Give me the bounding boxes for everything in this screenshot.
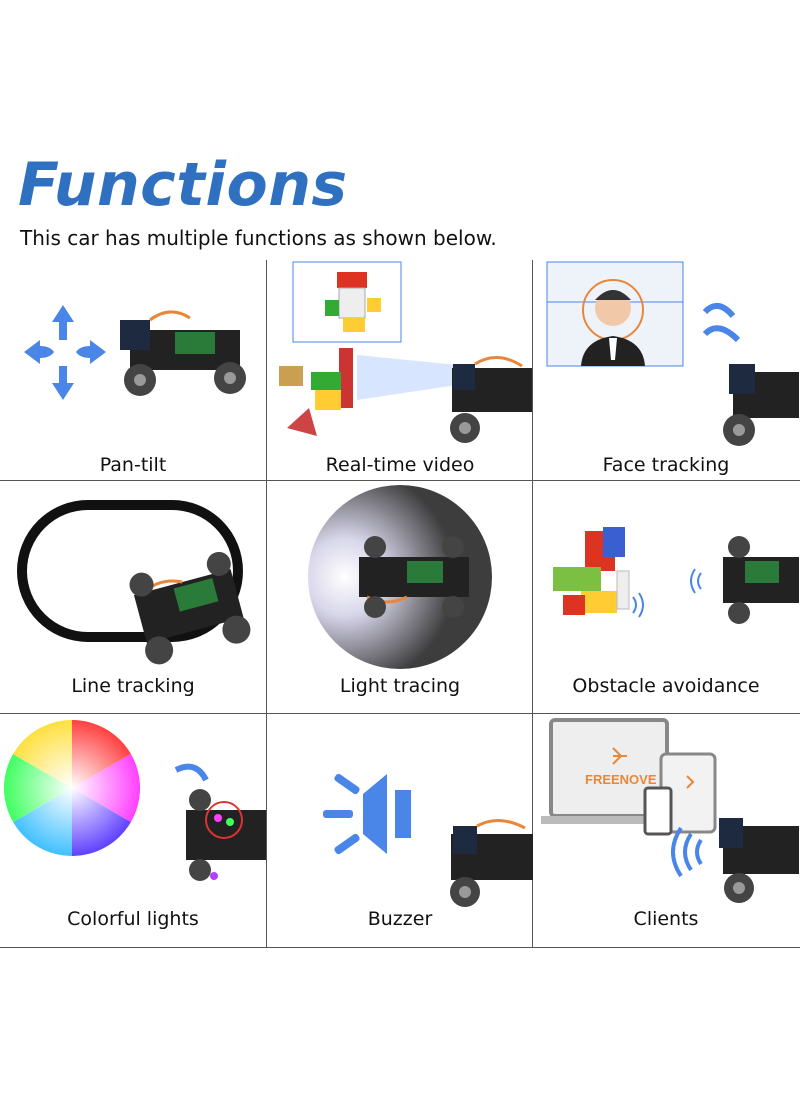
function-label: Face tracking bbox=[602, 454, 730, 476]
grid-divider bbox=[0, 713, 800, 714]
functions-grid: Pan-tilt bbox=[0, 260, 800, 948]
lego-blocks-image bbox=[279, 272, 381, 436]
robot-car-image bbox=[723, 364, 799, 446]
robot-car-image bbox=[186, 789, 266, 881]
robot-car-image bbox=[450, 356, 532, 443]
robot-car-image bbox=[723, 536, 799, 624]
function-cell-buzzer: Buzzer bbox=[267, 714, 533, 934]
ultrasonic-icon bbox=[553, 527, 799, 624]
function-label: Colorful lights bbox=[67, 908, 199, 930]
grid-divider bbox=[532, 260, 533, 948]
robot-car-image bbox=[120, 310, 246, 396]
robot-car-image bbox=[359, 536, 469, 618]
function-cell-pan-tilt: Pan-tilt bbox=[0, 260, 266, 480]
function-label: Light tracing bbox=[339, 675, 461, 697]
function-label: Obstacle avoidance bbox=[572, 675, 760, 697]
robot-car-image bbox=[719, 818, 799, 903]
page-subtitle: This car has multiple functions as shown… bbox=[20, 226, 497, 250]
function-cell-line-tracking: Line tracking bbox=[0, 481, 266, 701]
grid-divider bbox=[266, 260, 267, 948]
function-cell-clients: FREENOVE Clients bbox=[533, 714, 799, 934]
camera-icon bbox=[279, 261, 532, 443]
function-cell-real-time-video: Real-time video bbox=[267, 260, 533, 480]
function-label: Pan-tilt bbox=[99, 454, 167, 476]
grid-divider bbox=[0, 480, 800, 481]
arrows-icon bbox=[24, 305, 246, 400]
function-label: Buzzer bbox=[367, 908, 433, 930]
function-cell-obstacle-avoidance: Obstacle avoidance bbox=[533, 481, 799, 701]
speaker-icon bbox=[323, 773, 533, 907]
color-wheel-icon bbox=[3, 720, 266, 881]
grid-divider bbox=[0, 947, 800, 948]
track-icon bbox=[17, 500, 251, 665]
function-label: Real-time video bbox=[325, 454, 475, 476]
robot-car-image bbox=[450, 819, 533, 907]
function-cell-light-tracing: Light tracing bbox=[267, 481, 533, 701]
lego-blocks-image bbox=[553, 527, 630, 615]
function-cell-face-tracking: Face tracking bbox=[533, 260, 799, 480]
devices-icon: FREENOVE bbox=[541, 718, 799, 903]
brand-logo-text: FREENOVE bbox=[585, 772, 657, 787]
function-label: Line tracking bbox=[71, 675, 195, 697]
function-label: Clients bbox=[633, 908, 699, 930]
page-title: Functions bbox=[18, 150, 348, 220]
light-icon bbox=[308, 485, 492, 669]
function-cell-colorful-lights: Colorful lights bbox=[0, 714, 266, 934]
face-icon bbox=[546, 261, 799, 446]
